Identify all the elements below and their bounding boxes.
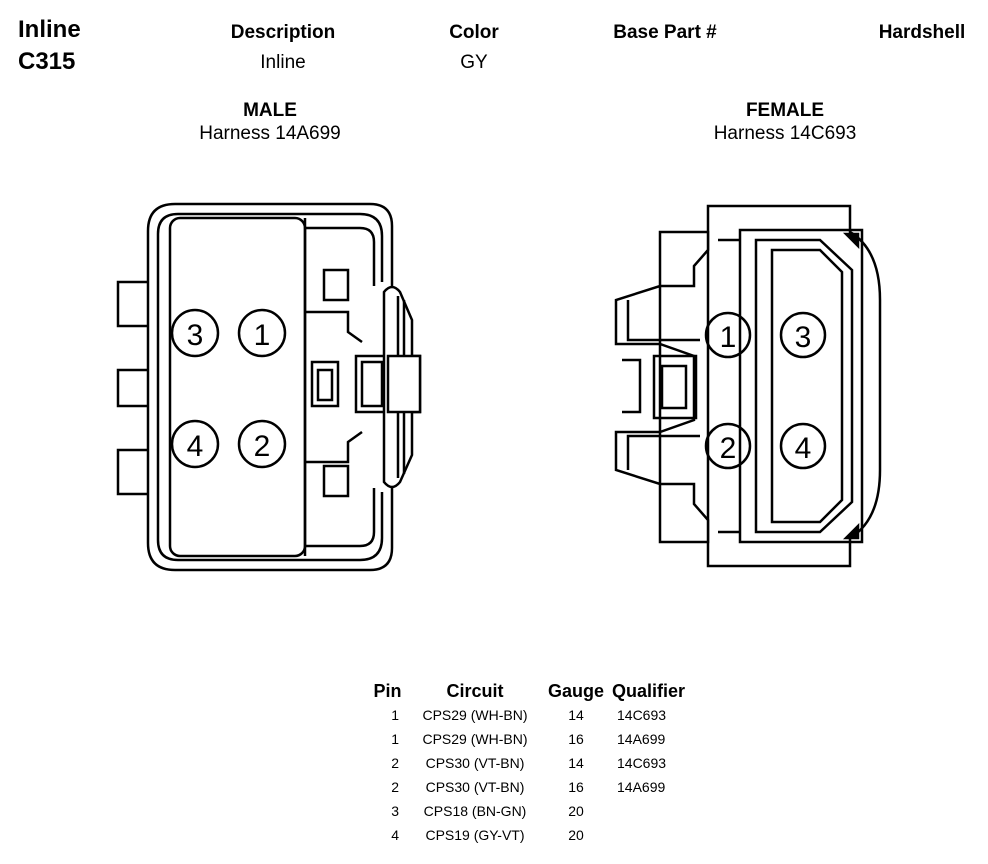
table-row: 1 CPS29 (WH-BN) 14 14C693 (368, 703, 710, 727)
gauge-cell: 20 (568, 803, 584, 819)
gauge-column-header: Gauge (547, 680, 604, 701)
circuit-cell: CPS29 (WH-BN) (422, 731, 528, 747)
color-header: Color (449, 22, 499, 43)
qualifier-cell (609, 799, 710, 823)
circuit-cell: CPS30 (VT-BN) (425, 755, 525, 771)
male-pin-1-label: 1 (254, 319, 271, 352)
gauge-cell: 16 (568, 731, 584, 747)
gauge-cell: 14 (568, 755, 584, 771)
qualifier-column-header: Qualifier (612, 680, 686, 701)
qualifier-cell (609, 823, 710, 847)
pin-cell: 2 (391, 779, 399, 795)
male-pin-2-label: 2 (254, 430, 271, 463)
table-row: 2 CPS30 (VT-BN) 14 14C693 (368, 751, 710, 775)
gauge-cell: 14 (568, 707, 584, 723)
pin-cell: 1 (391, 707, 399, 723)
qualifier-cell: 14A699 (617, 731, 666, 747)
pin-circuit-table: Pin Circuit Gauge Qualifier 1 CPS29 (WH-… (368, 679, 710, 847)
pin-cell: 4 (391, 827, 399, 843)
circuit-cell: CPS19 (GY-VT) (425, 827, 525, 843)
qualifier-cell: 14C693 (617, 755, 667, 771)
male-pin-3-label: 3 (187, 319, 204, 352)
table-row: 1 CPS29 (WH-BN) 16 14A699 (368, 727, 710, 751)
pin-cell: 3 (391, 803, 399, 819)
base-part-header: Base Part # (613, 22, 717, 43)
connector-title-line1: Inline (18, 16, 81, 43)
gauge-cell: 20 (568, 827, 584, 843)
pin-cell: 2 (391, 755, 399, 771)
qualifier-cell: 14C693 (617, 707, 667, 723)
female-pin-1-label: 1 (720, 321, 737, 354)
female-pin-2-label: 2 (720, 432, 737, 465)
female-pin-4-label: 4 (795, 432, 812, 465)
circuit-cell: CPS18 (BN-GN) (423, 803, 527, 819)
male-connector-diagram: 3 1 4 2 (100, 190, 430, 580)
female-connector-diagram: 1 3 2 4 (600, 195, 890, 575)
pin-column-header: Pin (373, 680, 402, 701)
circuit-column-header: Circuit (446, 680, 504, 701)
table-row: 4 CPS19 (GY-VT) 20 (368, 823, 710, 847)
female-label: FEMALE (745, 100, 825, 121)
circuit-cell: CPS30 (VT-BN) (425, 779, 525, 795)
hardshell-header: Hardshell (878, 22, 966, 43)
table-row: 3 CPS18 (BN-GN) 20 (368, 799, 710, 823)
male-harness: Harness 14A699 (199, 123, 341, 144)
female-harness: Harness 14C693 (713, 123, 857, 144)
connector-title-line2: C315 (18, 48, 76, 75)
male-pin-4-label: 4 (187, 430, 204, 463)
male-label: MALE (243, 100, 297, 121)
qualifier-cell: 14A699 (617, 779, 666, 795)
pin-cell: 1 (391, 731, 399, 747)
description-header: Description (230, 22, 336, 43)
gauge-cell: 16 (568, 779, 584, 795)
table-row: 2 CPS30 (VT-BN) 16 14A699 (368, 775, 710, 799)
circuit-cell: CPS29 (WH-BN) (422, 707, 528, 723)
female-pin-3-label: 3 (795, 321, 812, 354)
description-value: Inline (260, 52, 306, 73)
table-header-row: Pin Circuit Gauge Qualifier (368, 679, 710, 703)
color-value: GY (460, 52, 488, 73)
